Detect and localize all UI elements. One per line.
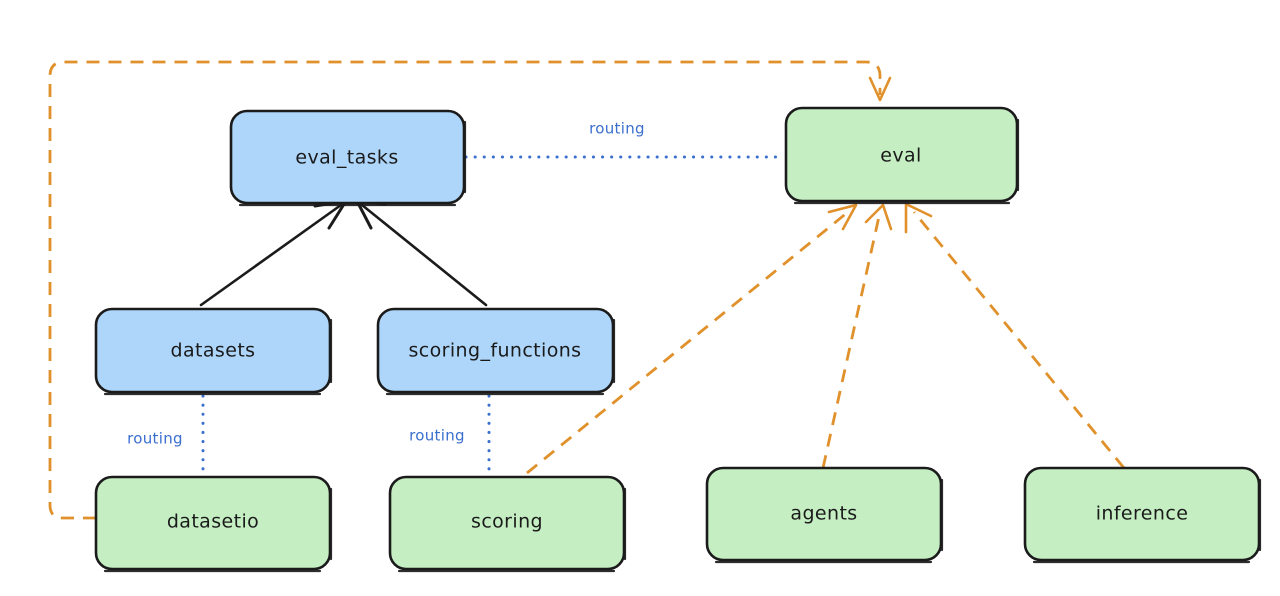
edge-datasets-eval_tasks [199, 199, 348, 307]
node-label-eval_tasks: eval_tasks [295, 147, 398, 169]
node-eval[interactable]: eval [784, 106, 1020, 205]
node-label-inference: inference [1096, 503, 1189, 525]
node-label-eval: eval [880, 145, 921, 167]
node-agents[interactable]: agents [705, 466, 944, 564]
node-label-scoring_functions: scoring_functions [409, 340, 582, 362]
node-label-agents: agents [790, 503, 857, 525]
node-scoring_functions[interactable]: scoring_functions [376, 307, 616, 396]
node-datasets[interactable]: datasets [94, 307, 333, 396]
node-scoring[interactable]: scoring [388, 475, 627, 573]
edge-scoring-eval [526, 203, 858, 475]
node-eval_tasks[interactable]: eval_tasks [229, 109, 467, 207]
node-label-datasetio: datasetio [167, 511, 259, 533]
edge-agents-eval [821, 203, 893, 469]
node-inference[interactable]: inference [1023, 466, 1262, 564]
edge-label-routing-middle: routing [409, 427, 465, 445]
edge-scoring_functions-eval_tasks [355, 199, 488, 307]
node-label-scoring: scoring [471, 511, 543, 533]
node-datasetio[interactable]: datasetio [94, 475, 333, 573]
edge-label-routing-left: routing [127, 430, 183, 448]
node-label-datasets: datasets [171, 340, 256, 362]
edge-inference-eval [904, 202, 1126, 469]
edge-label-routing-top: routing [589, 120, 645, 138]
edge-datasetio-eval [48, 60, 892, 520]
